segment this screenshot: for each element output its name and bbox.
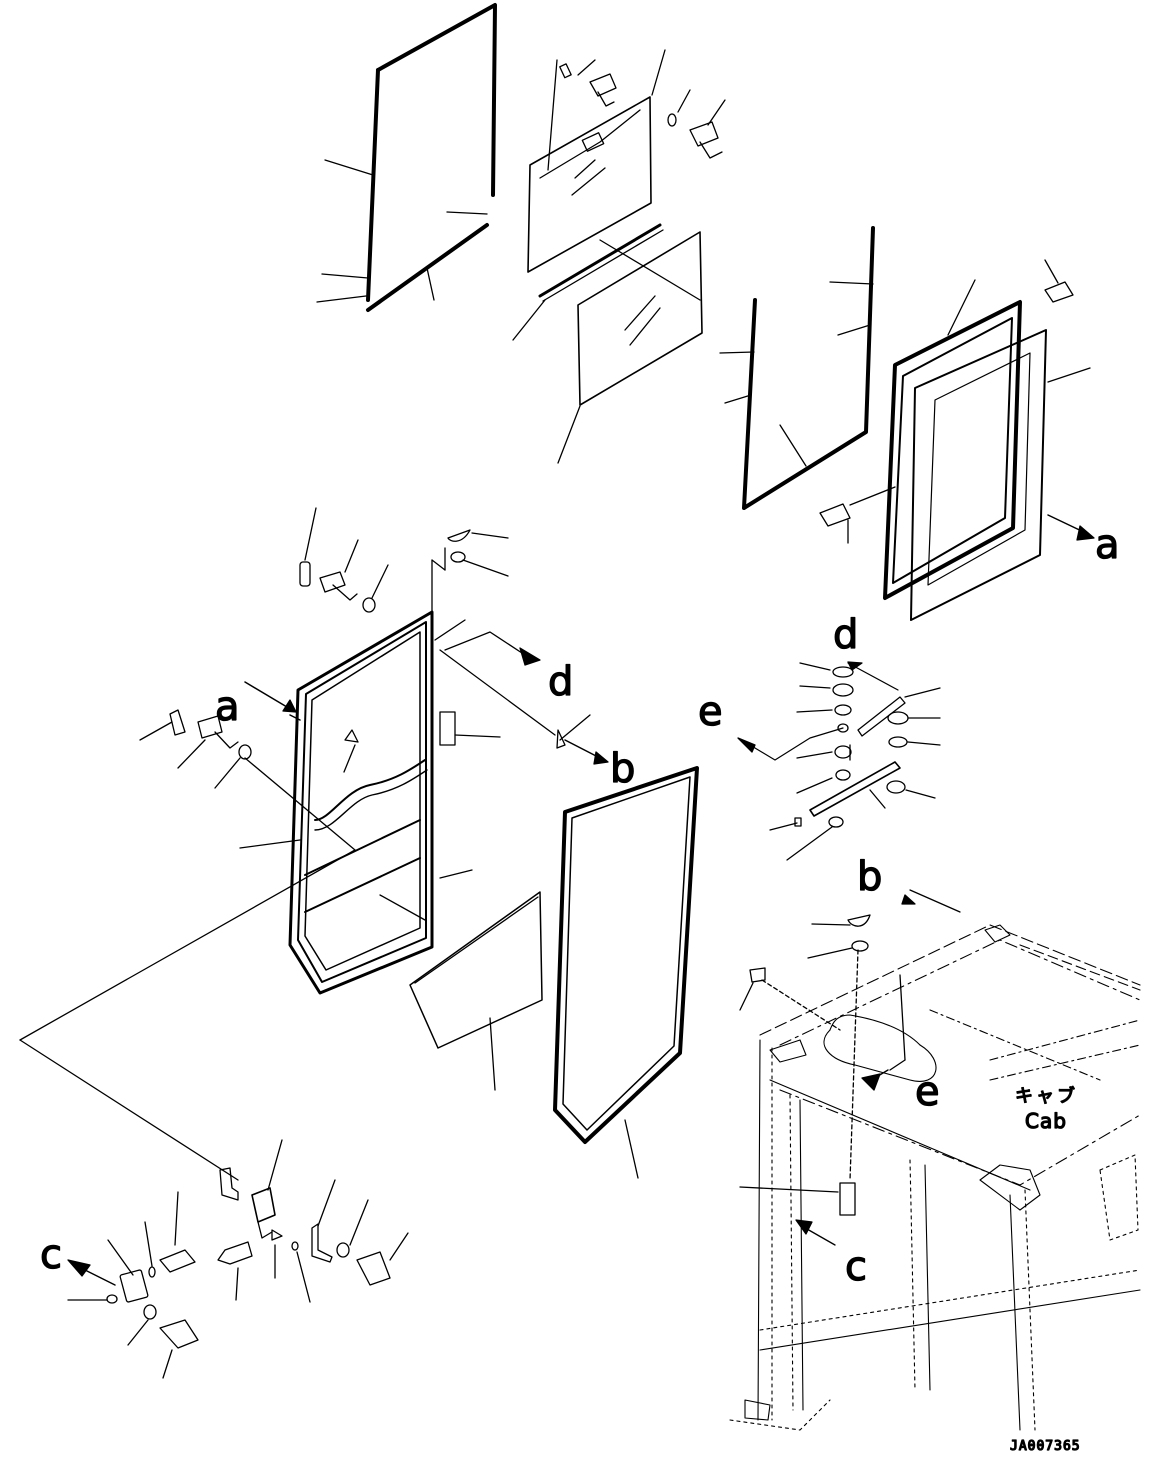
view-label-d-rail: d [833,612,858,658]
view-label-c-latch: c [40,1232,62,1278]
window-frame-right [819,259,1095,621]
cab-door-frame [239,547,473,995]
rail-and-washers [737,661,941,861]
cab-fasteners [739,889,961,1246]
view-label-b-door: b [610,746,635,792]
sliding-window-assembly [512,49,726,464]
door-top-fasteners [19,507,609,1181]
view-label-a-left: a [215,684,240,730]
view-label-d-door: d [548,659,573,705]
view-label-a-right: a [1095,522,1120,568]
cab-structure [729,924,1141,1431]
latch-hardware [67,1139,409,1379]
cab-label-english: Cab [1025,1109,1067,1133]
view-label-e-rail: e [698,689,723,735]
door-window-seal-large [553,766,699,1179]
window-seal-strip-left [316,3,497,312]
view-label-e-cab: e [915,1069,940,1115]
view-label-c-cab: c [845,1244,867,1290]
cab-label-japanese: キャブ [1015,1085,1078,1107]
view-label-b-cab: b [857,854,882,900]
drawing-code: JA007365 [1010,1439,1081,1454]
right-window-seals [719,226,875,510]
door-lower-panel [409,891,543,1091]
